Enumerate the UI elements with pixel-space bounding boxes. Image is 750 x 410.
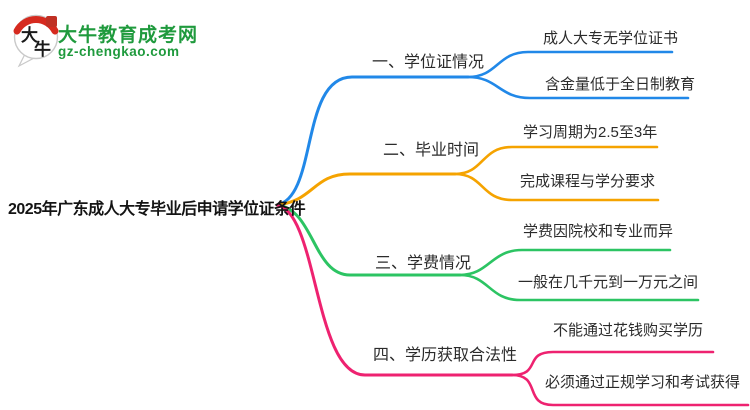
- branch1-leaf2-connector: [466, 75, 690, 100]
- leaf-node-no-buying-diploma: 不能通过花钱购买学历: [553, 322, 704, 339]
- branch3-leaf1-connector: [458, 248, 672, 277]
- branch-node-diploma-legality: 四、学历获取合法性: [373, 347, 518, 364]
- logo-site-domain: gz-chengkao.com: [58, 44, 180, 59]
- svg-text:牛: 牛: [34, 39, 51, 59]
- leaf-node-tuition-range: 一般在几千元到一万元之间: [518, 274, 699, 291]
- svg-text:大: 大: [21, 25, 38, 45]
- branch3-leaf2-connector: [458, 273, 700, 302]
- branch4-trunk-connector: [275, 203, 514, 377]
- leaf-node-lower-value: 含金量低于全日制教育: [545, 76, 696, 93]
- leaf-node-study-period: 学习周期为2.5至3年: [523, 124, 658, 141]
- leaf-node-formal-study-required: 必须通过正规学习和考试获得: [545, 374, 741, 391]
- root-topic-node: 2025年广东成人大专毕业后申请学位证条件: [8, 201, 306, 218]
- leaf-node-tuition-varies: 学费因院校和专业而异: [523, 223, 674, 240]
- branch4-leaf1-connector: [510, 350, 715, 377]
- branch4-leaf2-connector: [510, 373, 750, 407]
- branch-node-tuition-status: 三、学费情况: [375, 255, 472, 272]
- branch-node-degree-cert-status: 一、学位证情况: [372, 54, 485, 71]
- branch1-trunk-connector: [275, 75, 470, 207]
- branch-node-graduation-time: 二、毕业时间: [383, 142, 480, 159]
- branch3-trunk-connector: [275, 203, 462, 277]
- branch2-trunk-connector: [275, 172, 457, 207]
- site-logo: 大 牛 大牛教育成考网 gz-chengkao.com: [12, 8, 232, 68]
- leaf-node-no-degree-cert: 成人大专无学位证书: [543, 30, 679, 47]
- leaf-node-course-credits: 完成课程与学分要求: [520, 173, 656, 190]
- branch2-leaf1-connector: [453, 145, 659, 176]
- branch1-leaf1-connector: [466, 50, 674, 79]
- branch2-leaf2-connector: [453, 172, 660, 202]
- logo-site-name: 大牛教育成考网: [58, 25, 199, 46]
- dainiu-bull-logo-icon: 大 牛: [13, 14, 59, 68]
